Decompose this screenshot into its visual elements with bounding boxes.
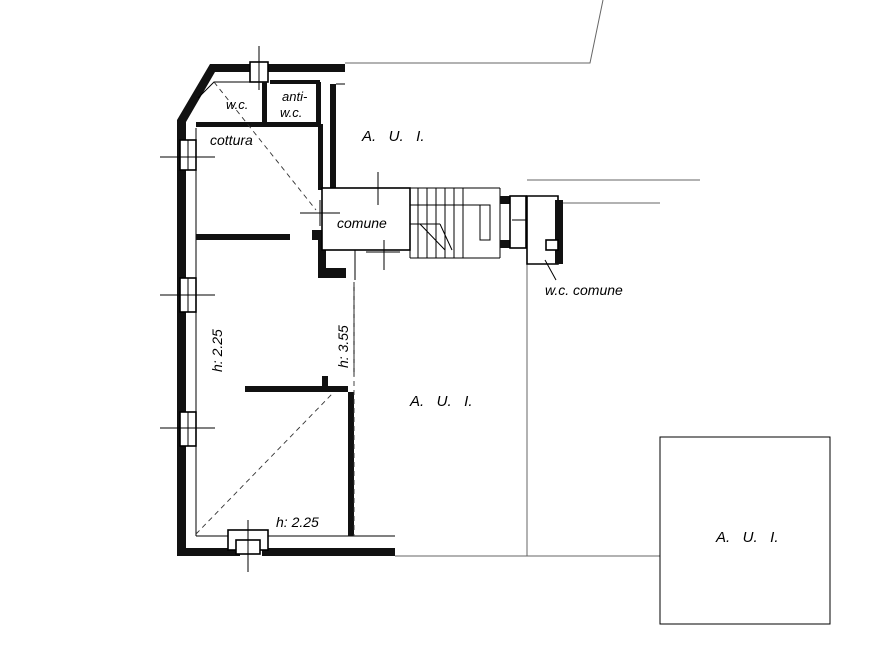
aui-label-right: A. U. I.: [715, 529, 779, 546]
west-windows: [160, 139, 215, 447]
room-label-comune: comune: [337, 215, 387, 231]
room-label-cottura: cottura: [210, 132, 253, 148]
height-label-bottom: h: 2.25: [276, 514, 319, 530]
interior-partitions: [196, 80, 355, 536]
height-label-center: h: 3.55: [335, 325, 351, 368]
height-label-left: h: 2.25: [209, 329, 225, 372]
aui-label-top: A. U. I.: [361, 128, 425, 145]
room-label-wc-comune: w.c. comune: [545, 282, 623, 298]
stair-block: [300, 172, 501, 280]
dashed-diagonals: [195, 81, 355, 536]
room-label-anti-wc-line1: anti-: [282, 89, 308, 104]
room-label-wc: w.c.: [226, 97, 248, 112]
boundary-lines: [345, 0, 831, 625]
room-label-anti-wc-line2: w.c.: [280, 105, 302, 120]
bottom-window: [227, 520, 269, 572]
top-window: [249, 46, 269, 90]
corridor-wc-comune: [500, 195, 563, 281]
aui-label-center: A. U. I.: [409, 393, 473, 410]
